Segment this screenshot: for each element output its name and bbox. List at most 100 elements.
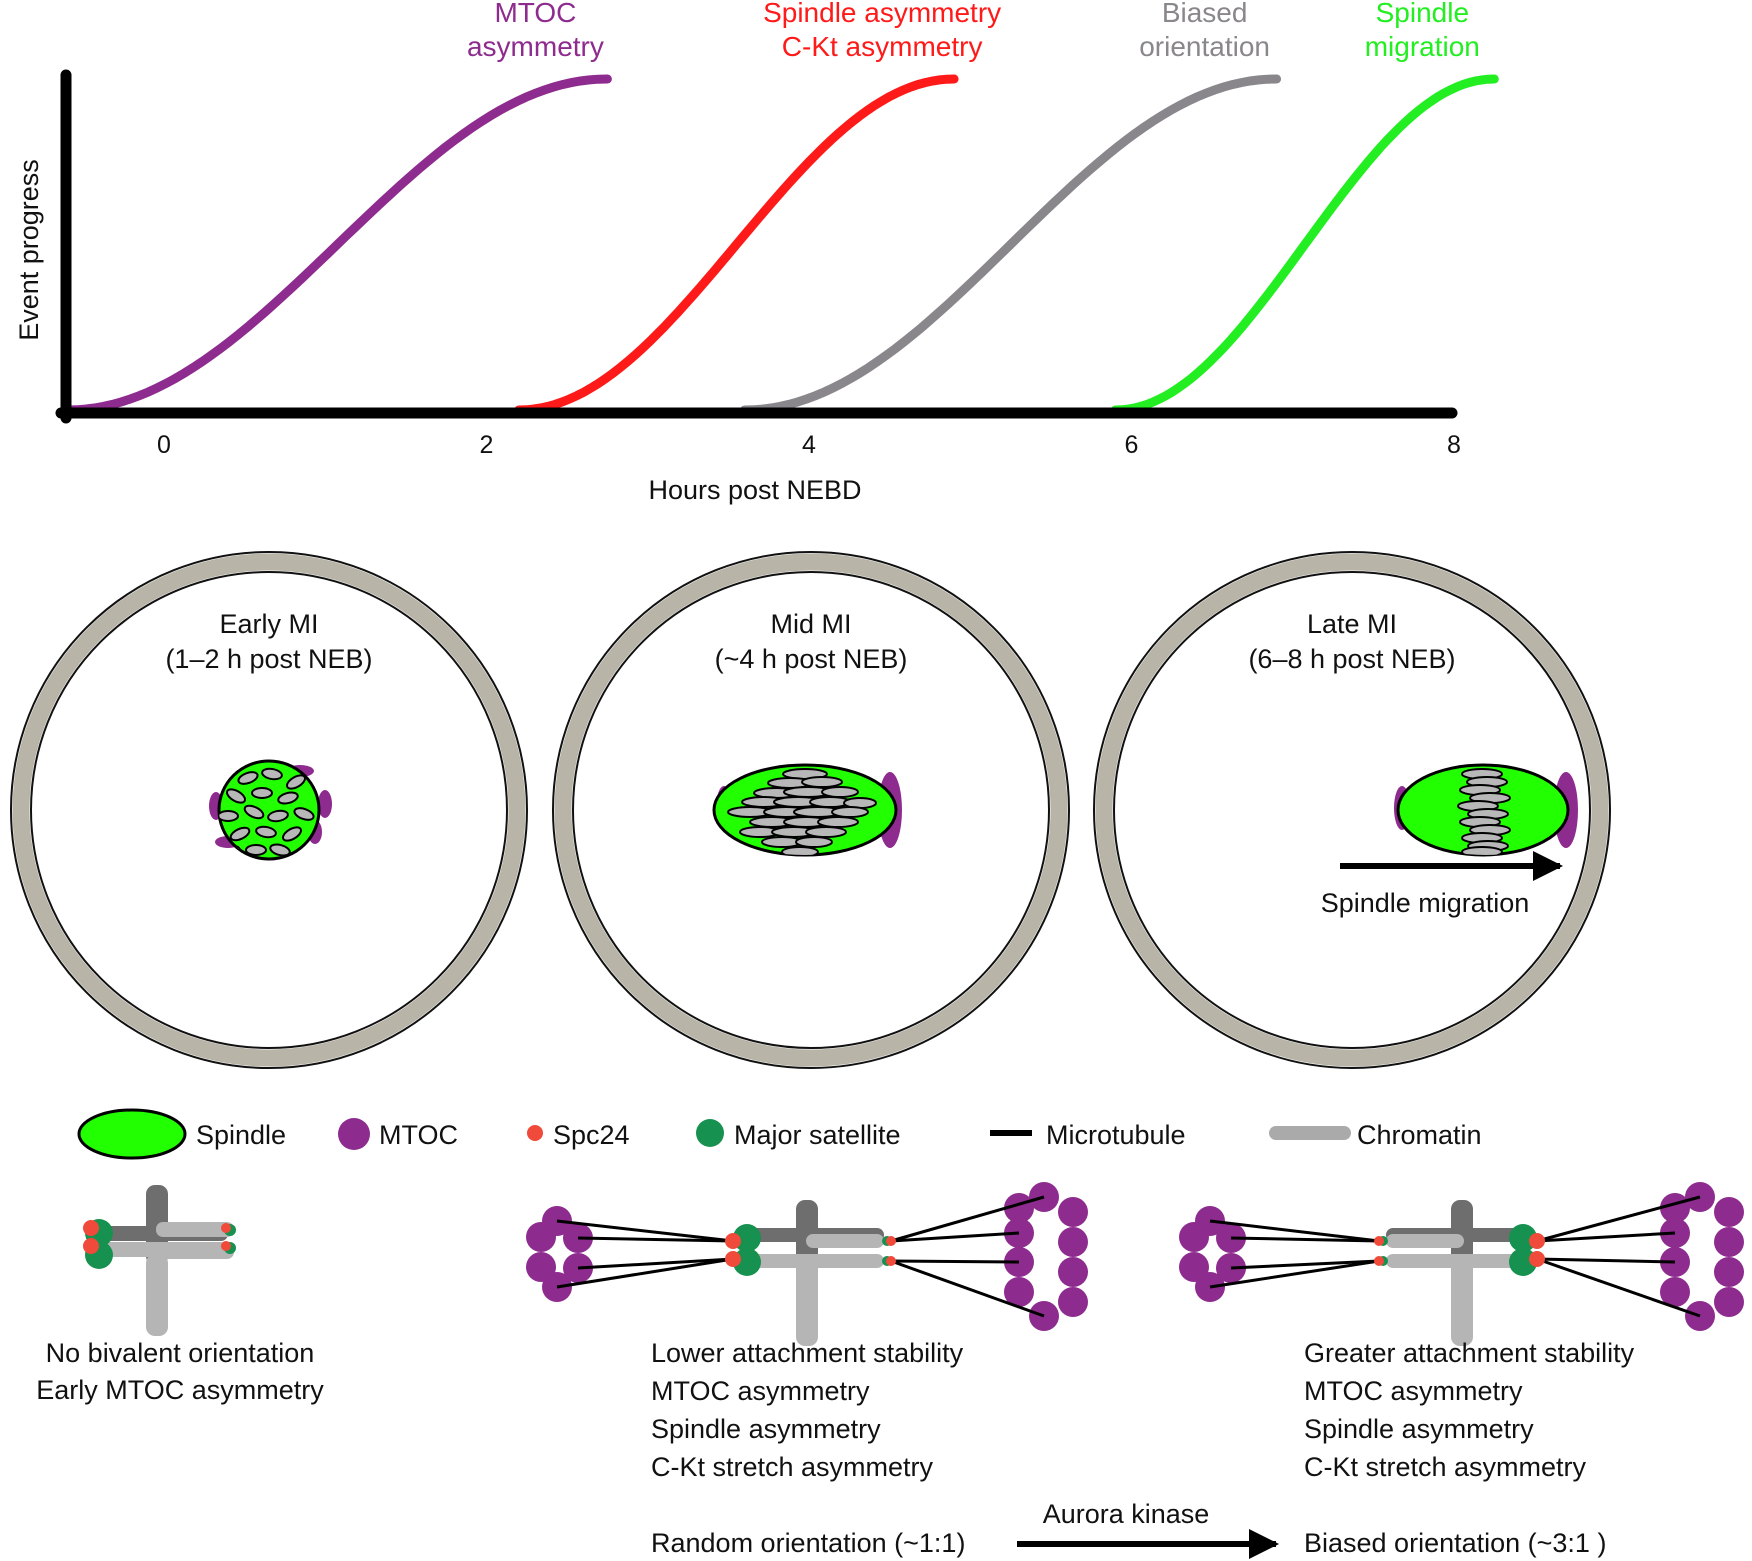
chromosome: [245, 844, 267, 856]
microtubule: [556, 1257, 734, 1289]
orientation-transition: Random orientation (~1:1) Aurora kinase …: [651, 1499, 1606, 1559]
chromosome: [243, 804, 265, 820]
curve-label: C-Kt asymmetry: [782, 31, 983, 62]
x-tick-label: 0: [157, 431, 171, 459]
spindle-icon: [77, 1108, 187, 1160]
microtubule: [1230, 1236, 1380, 1243]
cell-subtitle: (6–8 h post NEB): [1248, 644, 1455, 674]
mtoc: [1714, 1227, 1744, 1257]
early-description: No bivalent orientation Early MTOC asymm…: [36, 1338, 324, 1405]
spc24: [83, 1238, 99, 1254]
progress-curve: [1110, 74, 1499, 415]
chromosomes: [727, 768, 877, 855]
chromosome: [821, 786, 859, 798]
major-satellite: [733, 1224, 761, 1252]
chromatin: [744, 1254, 884, 1268]
chromosomes: [219, 767, 315, 859]
progress-curve: [62, 74, 612, 415]
description-line: Lower attachment stability: [651, 1338, 964, 1368]
mtoc: [318, 790, 332, 818]
cell-subtitle: (~4 h post NEB): [715, 644, 908, 674]
microtubule: [890, 1259, 1020, 1264]
spc24-icon: [527, 1125, 543, 1141]
mtoc: [1058, 1227, 1088, 1257]
chromatin: [156, 1222, 234, 1237]
chromatin: [1451, 1260, 1473, 1346]
mtoc: [1058, 1257, 1088, 1287]
description-line: Early MTOC asymmetry: [36, 1375, 324, 1405]
description-line: MTOC asymmetry: [1304, 1376, 1523, 1406]
mtoc: [1058, 1287, 1088, 1317]
migration-label: Spindle migration: [1321, 888, 1530, 918]
cell-title: Early MI: [219, 609, 318, 639]
legend-label: Microtubule: [1046, 1120, 1186, 1150]
microtubules: [556, 1195, 1045, 1318]
microtubule: [1209, 1219, 1380, 1243]
progress-curve: [514, 74, 959, 415]
chromosome: [281, 826, 303, 842]
chromosome: [801, 776, 843, 788]
major-satellite: [733, 1248, 761, 1276]
microtubule: [556, 1219, 734, 1243]
curve-label: orientation: [1139, 31, 1270, 62]
microtubule: [1209, 1259, 1380, 1289]
mid-description: Lower attachment stability MTOC asymmetr…: [651, 1338, 964, 1482]
chromosome: [251, 787, 273, 799]
cell-early: Early MI (1–2 h post NEB): [10, 551, 528, 1069]
chromosome: [269, 843, 291, 857]
microtubule: [890, 1195, 1045, 1243]
chromatin: [1386, 1234, 1464, 1248]
mid-schematic: [526, 1182, 1088, 1346]
chromosome: [805, 826, 847, 838]
late-description: Greater attachment stability MTOC asymme…: [1304, 1338, 1635, 1482]
y-axis-label: Event progress: [14, 159, 44, 341]
chromosome: [795, 836, 833, 848]
microtubule: [1230, 1259, 1380, 1270]
microtubule: [1536, 1195, 1701, 1243]
spc24: [221, 1241, 231, 1251]
cell-ring: [1095, 553, 1609, 1067]
microtubule: [577, 1257, 734, 1270]
chromatin: [146, 1254, 168, 1336]
chromosomes: [1457, 768, 1511, 855]
legend: Spindle MTOC Spc24 Major satellite Micro…: [77, 1108, 1482, 1160]
chromosome: [225, 788, 247, 804]
cell-mid: Mid MI (~4 h post NEB): [552, 551, 1070, 1069]
early-bivalent: [83, 1185, 236, 1336]
chromatin: [796, 1260, 818, 1346]
microtubule: [1536, 1231, 1676, 1243]
cell-ring: [12, 553, 526, 1067]
chromosome: [267, 809, 289, 823]
spc24: [886, 1236, 896, 1246]
chromosome: [219, 810, 239, 822]
legend-label: MTOC: [379, 1120, 458, 1150]
description-line: No bivalent orientation: [46, 1338, 315, 1368]
major-satellite-icon: [696, 1119, 724, 1147]
cell-inner-edge: [1113, 571, 1591, 1049]
microtubule: [890, 1231, 1020, 1243]
chromosome: [781, 846, 819, 855]
curve-label: asymmetry: [467, 31, 604, 62]
x-tick-label: 4: [802, 431, 816, 459]
spc24: [886, 1256, 896, 1266]
progress-curves: [62, 74, 1499, 415]
mtoc-ring-right: [1660, 1182, 1744, 1331]
description-line: C-Kt stretch asymmetry: [651, 1452, 934, 1482]
mtoc: [1179, 1222, 1209, 1252]
spc24: [83, 1220, 99, 1236]
microtubules: [1209, 1195, 1701, 1318]
chromosome: [277, 791, 299, 805]
spc24: [1529, 1251, 1545, 1267]
cell-subtitle: (1–2 h post NEB): [165, 644, 372, 674]
mtoc: [1058, 1197, 1088, 1227]
chromosome: [831, 806, 869, 818]
mtoc: [1714, 1287, 1744, 1317]
curve-label: Spindle asymmetry: [763, 0, 1001, 28]
legend-label: Chromatin: [1357, 1120, 1482, 1150]
progress-curve: [740, 74, 1282, 415]
legend-label: Spindle: [196, 1120, 286, 1150]
mtoc: [1179, 1252, 1209, 1282]
description-line: MTOC asymmetry: [651, 1376, 870, 1406]
random-orientation-label: Random orientation (~1:1): [651, 1528, 965, 1558]
